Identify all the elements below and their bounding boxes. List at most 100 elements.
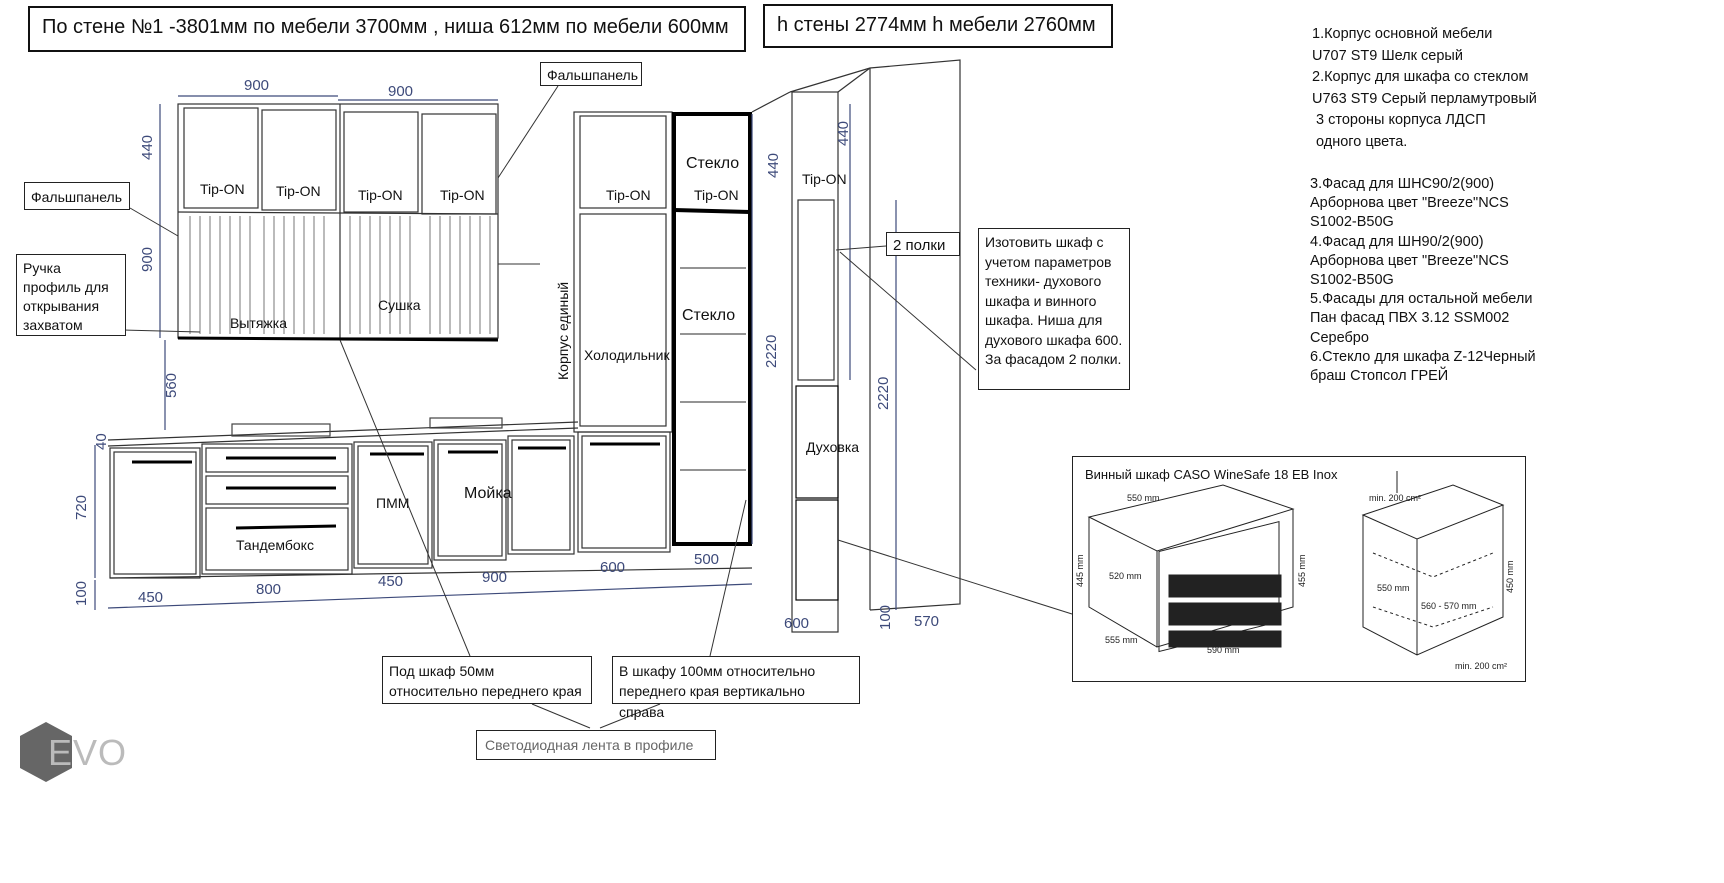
tall-cabinet (573, 111, 673, 433)
tip-on-label: Tip-ON (440, 187, 485, 203)
dim-label: 900 (482, 569, 507, 586)
handle-profile-callout: Ручка профиль для открывания захватом (16, 254, 126, 336)
dim-label: 2220 (875, 377, 892, 410)
note-line: Арборнова цвет "Breeze"NCS (1310, 195, 1509, 212)
wine-dim: 590 mm (1207, 645, 1240, 655)
note-line: 5.Фасады для остальной мебели (1310, 291, 1533, 308)
glass-cabinet (672, 112, 752, 546)
height-header: h стены 2774мм h мебели 2760мм (763, 4, 1113, 48)
callout-text: Изотовить шкаф с учетом параметров техни… (985, 234, 1123, 367)
sink (429, 417, 503, 429)
note-line: Пан фасад ПВХ 3.12 SSM002 (1310, 310, 1510, 327)
wine-dim: 550 mm (1127, 493, 1160, 503)
wall-dimensions-text: По стене №1 -3801мм по мебели 3700мм , н… (42, 16, 729, 38)
callout-text: Фальшпанель (547, 67, 639, 83)
dim-label: 450 (378, 573, 403, 590)
cabinet-note-callout: Изотовить шкаф с учетом параметров техни… (978, 228, 1130, 390)
note-line: одного цвета. (1316, 133, 1408, 150)
dim-label: 900 (139, 247, 156, 272)
material-notes-a: 1.Корпус основной мебели U707 ST9 Шелк с… (1312, 24, 1537, 153)
dryer-label: Сушка (378, 297, 421, 313)
callout-text: 2 полки (893, 237, 946, 254)
dim-label: 800 (256, 581, 281, 598)
dim-label: 720 (73, 495, 90, 520)
upper-top-door (261, 109, 337, 211)
base-cabinet-block (109, 447, 201, 579)
dim-label: 2220 (763, 335, 780, 368)
cooktop (231, 423, 331, 437)
note-line: 4.Фасад для ШН90/2(900) (1310, 233, 1484, 250)
dim-label: 450 (138, 589, 163, 606)
evo-logo-hex-icon (20, 722, 72, 782)
wine-dim: 550 mm (1377, 583, 1410, 593)
wine-dim: 450 mm (1505, 560, 1515, 593)
dim-label: 440 (765, 153, 782, 178)
wall-dimensions-header: По стене №1 -3801мм по мебели 3700мм , н… (28, 6, 746, 52)
dim-label: 440 (835, 121, 852, 146)
material-notes-b: 3.Фасад для ШНС90/2(900) Арборнова цвет … (1310, 175, 1536, 386)
falshpanel-top-callout: Фальшпанель (540, 62, 642, 86)
fridge-label: Холодильник (584, 347, 670, 363)
callout-text: Светодиодная лента в профиле (485, 737, 694, 753)
dim-label: 900 (244, 77, 269, 94)
sink-label: Мойка (464, 485, 512, 502)
wine-dim: 555 mm (1105, 635, 1138, 645)
note-line: 1.Корпус основной мебели (1312, 26, 1493, 42)
dim-label: 600 (600, 559, 625, 576)
dim-label: 900 (388, 83, 413, 100)
dim-label: 100 (73, 581, 90, 606)
under-cabinet-callout: Под шкаф 50мм относительно переднего кра… (382, 656, 592, 704)
dim-label: 560 (163, 373, 180, 398)
hood-label: Вытяжка (230, 315, 287, 331)
tip-on-label: Tip-ON (694, 187, 739, 203)
callout-text: Фальшпанель (31, 189, 123, 205)
note-line: S1002-B50G (1310, 272, 1394, 289)
note-line: Арборнова цвет "Breeze"NCS (1310, 252, 1509, 269)
note-line: 6.Стекло для шкафа Z-12Черный (1310, 348, 1536, 365)
in-cabinet-callout: В шкафу 100мм относительно переднего кра… (612, 656, 860, 720)
tip-on-label: Tip-ON (276, 183, 321, 199)
dim-label: 500 (694, 551, 719, 568)
upper-top-door (343, 111, 419, 213)
note-line: 3.Фасад для ШНС90/2(900) (1310, 176, 1495, 192)
wine-dim: min. 200 cm² (1455, 661, 1507, 671)
upper-top-door (183, 107, 259, 209)
wine-dim: 455 mm (1297, 554, 1307, 587)
wine-cabinet-title: Винный шкаф CASO WineSafe 18 EB Inox (1085, 467, 1338, 482)
tip-on-label: Tip-ON (358, 187, 403, 203)
tip-on-label: Tip-ON (802, 171, 847, 187)
single-body-label: Корпус единый (555, 282, 571, 380)
drawer-label: Тандембокс (236, 537, 314, 553)
side-column (791, 91, 839, 633)
note-line: 3 стороны корпуса ЛДСП (1316, 112, 1486, 128)
wine-dim: min. 200 cm² (1369, 493, 1421, 503)
wine-dim: 560 - 570 mm (1421, 601, 1477, 611)
dishwasher-label: ПММ (376, 495, 409, 511)
callout-text: В шкафу 100мм относительно переднего кра… (619, 663, 816, 720)
oven (795, 385, 839, 499)
note-line: U763 ST9 Серый перламутровый (1312, 90, 1537, 107)
dim-label: 440 (139, 135, 156, 160)
note-line: браш Стопсол ГРЕЙ (1310, 368, 1449, 385)
led-strip-callout: Светодиодная лента в профиле (476, 730, 716, 760)
oven-label: Духовка (806, 439, 859, 455)
note-line: Серебро (1310, 329, 1369, 346)
wine-dim: 445 mm (1075, 554, 1085, 587)
callout-text: Под шкаф 50мм относительно переднего кра… (389, 663, 582, 700)
evo-logo: EVO (18, 720, 148, 786)
wine-cabinet-niche (795, 499, 839, 601)
glass-label: Стекло (686, 155, 739, 172)
glass-label: Стекло (682, 307, 735, 324)
wine-cabinet-diagram: 550 mm 445 mm 520 mm 555 mm 590 mm 455 m… (1075, 471, 1515, 671)
height-text: h стены 2774мм h мебели 2760мм (777, 14, 1096, 36)
wine-dim: 520 mm (1109, 571, 1142, 581)
dim-label: 40 (93, 433, 110, 450)
dim-label: 570 (914, 613, 939, 630)
note-line: 2.Корпус для шкафа со стеклом (1312, 69, 1529, 85)
tip-on-label: Tip-ON (606, 187, 651, 203)
two-shelves-callout: 2 полки (886, 232, 960, 256)
logo-text: EVO (48, 732, 128, 773)
note-line: U707 ST9 Шелк серый (1312, 47, 1463, 64)
falshpanel-left-callout: Фальшпанель (24, 182, 130, 210)
